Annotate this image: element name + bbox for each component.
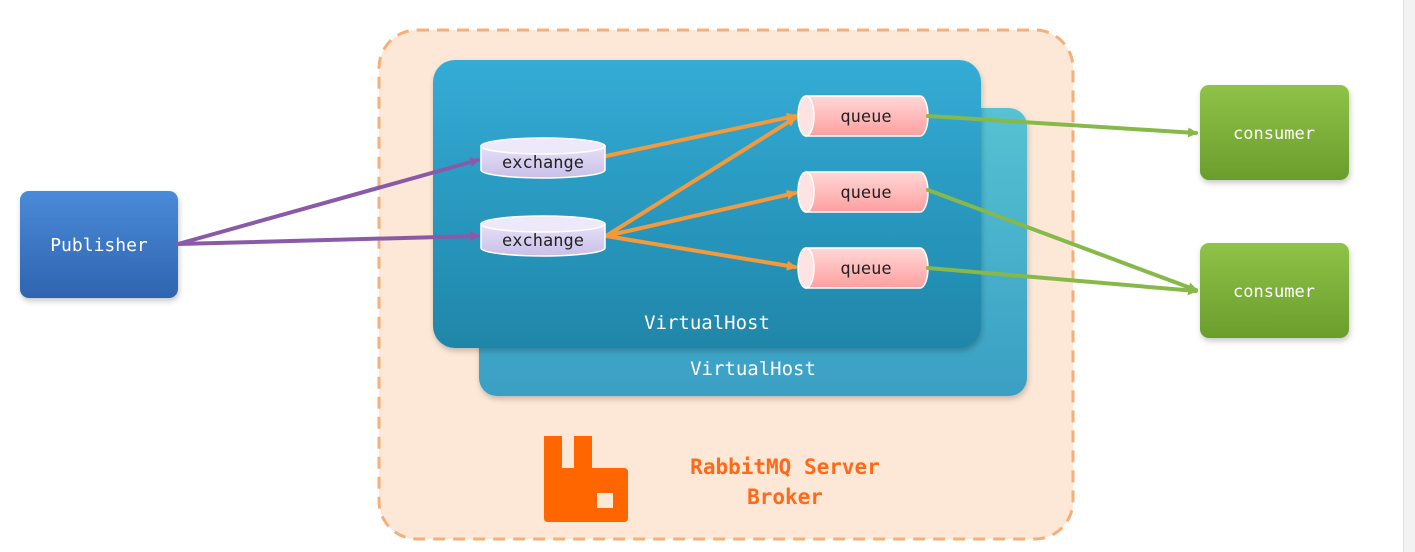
- consumer-label-2: consumer: [1233, 282, 1315, 302]
- queue-node-1: queue: [797, 95, 929, 137]
- virtual-host-back-label: VirtualHost: [690, 358, 816, 380]
- queue-label-2: queue: [840, 183, 891, 203]
- queue-label-3: queue: [840, 259, 891, 279]
- exchange-node-1: exchange: [480, 137, 606, 179]
- arrow-queue1-consumer1: [926, 114, 1198, 138]
- page-edge-rule: [1403, 0, 1415, 552]
- exchange-node-2: exchange: [480, 215, 606, 257]
- publisher-arrows: [176, 157, 480, 246]
- arrow-publisher-exchange-1: [176, 157, 480, 246]
- broker-title-line1: RabbitMQ Server: [690, 455, 880, 479]
- consumer-arrows: [926, 114, 1198, 296]
- arrow-publisher-exchange-2: [176, 231, 480, 246]
- consumer-label-1: consumer: [1233, 124, 1315, 144]
- publisher-node: Publisher: [20, 191, 178, 298]
- arrow-exchange1-queue1: [604, 112, 797, 158]
- arrow-exchange2-queue2: [604, 189, 797, 238]
- arrow-queue3-consumer2: [926, 266, 1198, 296]
- queue-label-1: queue: [840, 107, 891, 127]
- exchange-label-1: exchange: [502, 153, 584, 173]
- queue-node-2: queue: [797, 171, 929, 213]
- broker-title-line2: Broker: [747, 485, 823, 509]
- queue-node-3: queue: [797, 247, 929, 289]
- publisher-label: Publisher: [50, 235, 148, 256]
- consumer-node-1: consumer: [1200, 85, 1349, 180]
- virtual-host-front-label: VirtualHost: [644, 312, 770, 334]
- arrow-queue2-consumer2: [926, 188, 1198, 292]
- arrow-exchange2-queue3: [604, 234, 797, 271]
- rabbitmq-logo-icon: [544, 436, 628, 522]
- arrow-exchange2-queue1: [604, 116, 797, 238]
- exchange-label-2: exchange: [502, 231, 584, 251]
- consumer-node-2: consumer: [1200, 243, 1349, 338]
- exchange-arrows: [604, 112, 797, 271]
